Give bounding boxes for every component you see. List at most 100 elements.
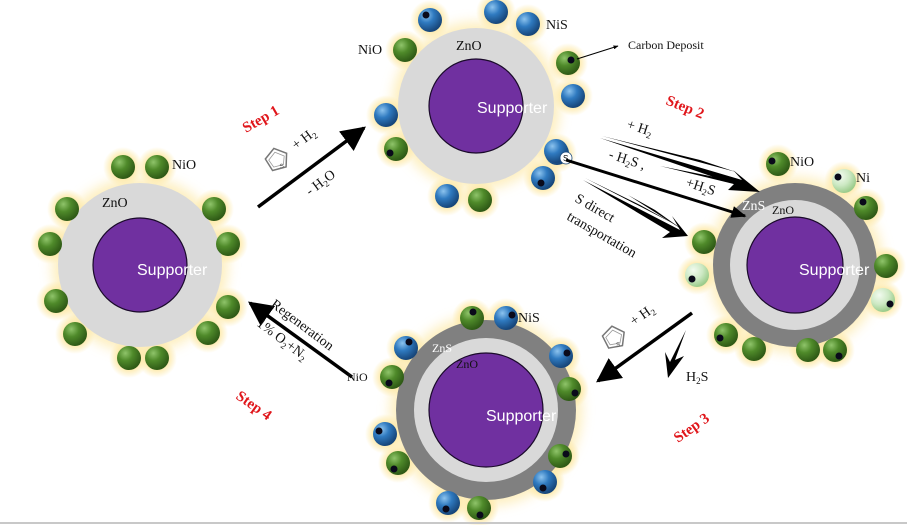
p3-supporter-label: Supporter bbox=[799, 262, 870, 279]
nio-bead bbox=[44, 289, 68, 313]
nio-bead bbox=[692, 230, 716, 254]
carbon-deposit-dot bbox=[688, 275, 696, 283]
nis-bead bbox=[494, 306, 518, 330]
p2-nio-label: NiO bbox=[358, 43, 382, 58]
particle-fresh bbox=[30, 147, 248, 378]
nio-bead bbox=[386, 451, 410, 475]
carbon-deposit-dot bbox=[469, 308, 477, 316]
carbon-deposit-dot bbox=[563, 349, 571, 357]
thiophene-icon: S bbox=[264, 147, 288, 172]
nio-bead bbox=[823, 338, 847, 362]
carbon-deposit-dot bbox=[571, 389, 579, 397]
p2-nis-label: NiS bbox=[546, 18, 568, 33]
nio-bead bbox=[202, 197, 226, 221]
carbon-deposit-dot bbox=[442, 505, 450, 513]
nio-bead bbox=[796, 338, 820, 362]
carbon-deposit-dot bbox=[385, 379, 393, 387]
nis-bead bbox=[436, 491, 460, 515]
step1-reagent: + H2 bbox=[289, 126, 319, 154]
carbon-deposit-dot bbox=[716, 334, 724, 342]
step3-label: Step 3 bbox=[671, 410, 713, 446]
p4-zns-label: ZnS bbox=[432, 341, 452, 355]
nio-bead bbox=[384, 137, 408, 161]
step2-wedge-arrow-middle bbox=[660, 166, 742, 186]
step2-sulfur-transfer-arrow bbox=[565, 158, 747, 218]
nis-bead bbox=[435, 184, 459, 208]
carbon-deposit-dot bbox=[422, 11, 430, 19]
carbon-deposit-dot bbox=[508, 311, 516, 319]
thiophene-icon: S bbox=[601, 325, 625, 349]
nio-bead bbox=[55, 197, 79, 221]
nio-bead bbox=[380, 365, 404, 389]
step3-product: H2S bbox=[686, 370, 708, 386]
nis-bead bbox=[394, 336, 418, 360]
step3-arrows bbox=[596, 311, 694, 383]
nio-bead bbox=[111, 155, 135, 179]
carbon-deposit-dot bbox=[567, 56, 575, 64]
supporter-core bbox=[746, 216, 844, 314]
particle-after-step1 bbox=[366, 0, 593, 220]
p4-zno-label: ZnO bbox=[456, 357, 478, 371]
sulfur-atom: S bbox=[544, 139, 573, 165]
nis-bead bbox=[516, 12, 540, 36]
nis-bead bbox=[484, 0, 508, 24]
supporter-core bbox=[92, 217, 188, 313]
carbon-deposit-callout-arrow bbox=[576, 45, 619, 60]
ni-bead bbox=[871, 288, 895, 312]
nio-bead bbox=[766, 152, 790, 176]
step3-reagent: + H2 bbox=[628, 302, 658, 330]
particles-layer: S bbox=[30, 0, 906, 525]
step2-product-h2s: - H2S , bbox=[606, 148, 647, 175]
sulfur-label: S bbox=[563, 154, 568, 163]
nio-bead bbox=[854, 196, 878, 220]
carbon-deposit-dot bbox=[835, 352, 843, 360]
ni-bead bbox=[685, 263, 709, 287]
step1-label: Step 1 bbox=[240, 103, 282, 137]
p1-zno-label: ZnO bbox=[102, 196, 128, 211]
carbon-deposit-dot bbox=[405, 338, 413, 346]
step4-arrow bbox=[248, 301, 354, 379]
ni-bead bbox=[832, 169, 856, 193]
nis-bead bbox=[561, 84, 585, 108]
nio-bead bbox=[63, 322, 87, 346]
step4-label: Step 4 bbox=[233, 388, 275, 424]
carbon-deposit-dot bbox=[859, 198, 867, 206]
p3-zns-label: ZnS bbox=[742, 199, 765, 214]
h2s-release-arrow bbox=[665, 330, 686, 378]
nio-bead bbox=[196, 321, 220, 345]
nio-bead bbox=[393, 38, 417, 62]
nio-bead bbox=[145, 155, 169, 179]
nio-bead bbox=[556, 51, 580, 75]
particle-after-step3 bbox=[365, 298, 589, 525]
carbon-deposit-dot bbox=[562, 450, 570, 458]
p4-nio-label: NiO bbox=[347, 370, 368, 384]
p1-nio-label: NiO bbox=[172, 158, 196, 173]
carbon-deposit-dot bbox=[375, 427, 383, 435]
nis-bead bbox=[373, 422, 397, 446]
nio-bead bbox=[467, 496, 491, 520]
carbon-deposit-label: Carbon Deposit bbox=[628, 38, 704, 52]
nio-bead bbox=[117, 346, 141, 370]
nio-bead bbox=[557, 377, 581, 401]
p1-supporter-label: Supporter bbox=[137, 262, 208, 279]
nio-bead bbox=[460, 306, 484, 330]
p2-zno-label: ZnO bbox=[456, 39, 482, 54]
nis-bead bbox=[549, 344, 573, 368]
carbon-deposit-dot bbox=[834, 173, 842, 181]
carbon-deposit-dot bbox=[768, 157, 776, 165]
step2-reagent-h2s: +H2S bbox=[683, 176, 717, 201]
nis-bead bbox=[533, 470, 557, 494]
p3-zno-label: ZnO bbox=[772, 203, 794, 217]
nio-bead bbox=[38, 232, 62, 256]
nio-bead bbox=[742, 337, 766, 361]
carbon-deposit-dot bbox=[476, 511, 484, 519]
nio-bead bbox=[145, 346, 169, 370]
thiophene-sulfur-label: S bbox=[279, 164, 284, 171]
step1-arrow bbox=[256, 126, 366, 209]
step2-reagent-h2: + H2 bbox=[624, 118, 654, 141]
thiophene-sulfur-label: S bbox=[616, 342, 621, 349]
p4-supporter-label: Supporter bbox=[486, 408, 557, 425]
p4-nis-label: NiS bbox=[518, 311, 540, 326]
nio-bead bbox=[216, 232, 240, 256]
